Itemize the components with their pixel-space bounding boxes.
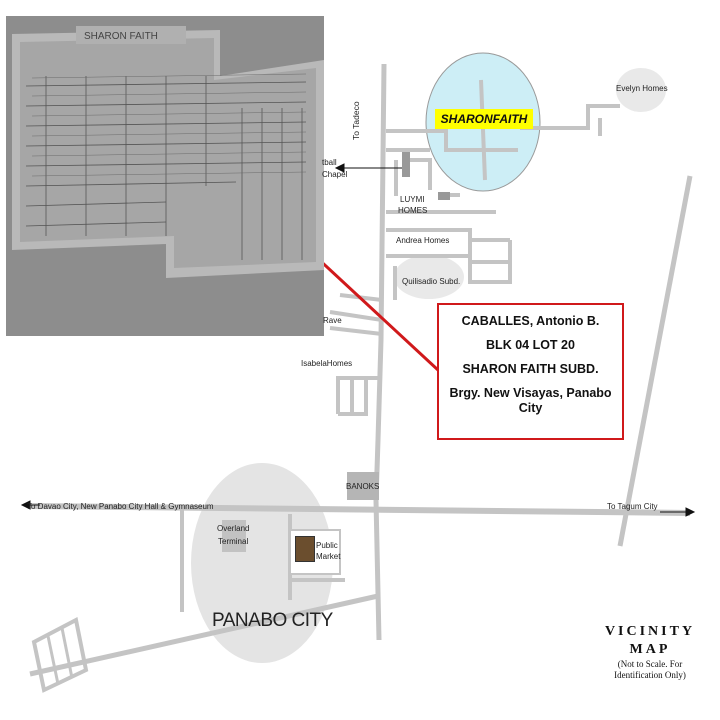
map-title-line2: MAP <box>629 642 671 657</box>
to-tagum-label: To Tagum City <box>607 502 658 511</box>
owner-name: CABALLES, Antonio B. <box>461 314 600 328</box>
luymi-building <box>402 152 410 177</box>
tadeco-arrow <box>334 163 402 173</box>
quilisadio-zone <box>394 255 464 299</box>
lot-info-box: CABALLES, Antonio B. BLK 04 LOT 20 SHARO… <box>437 303 624 440</box>
public-market-label-2: Market <box>316 552 341 561</box>
rave-label: Rave <box>323 316 342 325</box>
panabo-city-label: PANABO CITY <box>212 610 333 631</box>
subdivision-name: SHARON FAITH SUBD. <box>462 362 599 376</box>
map-title-line1: VICINITY <box>604 624 696 639</box>
map-title: VICINITY MAP (Not to Scale. For Identifi… <box>596 624 704 681</box>
lot-number: BLK 04 LOT 20 <box>486 338 575 352</box>
roads <box>27 63 693 693</box>
sharon-faith-label: SHARONFAITH <box>435 109 533 129</box>
luymi-label-1: LUYMI <box>400 195 425 204</box>
to-davao-label: To Davao City, New Panabo City Hall & Gy… <box>27 502 214 511</box>
photo-header: SHARON FAITH <box>84 31 158 42</box>
luymi-building-2 <box>438 192 450 200</box>
subdivision-plan-photo: SHARON FAITH <box>6 16 324 336</box>
public-market-label-1: Public <box>316 541 338 550</box>
andrea-homes-label: Andrea Homes <box>396 236 450 245</box>
banoks-block <box>347 472 379 500</box>
banoks-label: BANOKS <box>346 482 380 491</box>
overland-terminal-block <box>222 520 246 552</box>
chapel-label-1: tball <box>322 158 337 167</box>
overland-label-1: Overland <box>217 524 250 533</box>
chapel-label-2: Chapel <box>322 170 348 179</box>
evelyn-homes-label: Evelyn Homes <box>616 84 668 93</box>
davao-arrow <box>20 500 40 510</box>
luymi-label-2: HOMES <box>398 206 428 215</box>
to-tadeco-label: To Tadeco <box>351 101 361 140</box>
quilisadio-label: Quilisadio Subd. <box>402 277 461 286</box>
isabela-homes-label: IsabelaHomes <box>301 359 353 368</box>
address: Brgy. New Visayas, Panabo City <box>449 386 612 415</box>
public-market-icon <box>295 536 315 562</box>
overland-label-2: Terminal <box>218 537 249 546</box>
evelyn-homes-zone <box>616 68 666 112</box>
map-scale-note: (Not to Scale. For Identification Only) <box>614 659 686 680</box>
tagum-arrow <box>660 507 696 517</box>
